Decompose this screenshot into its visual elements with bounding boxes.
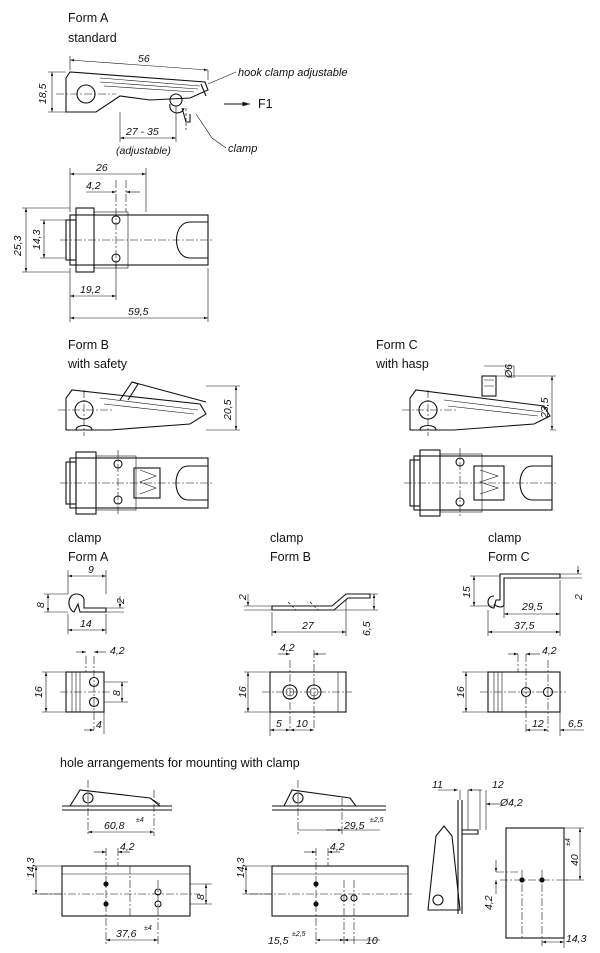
clamp-c-title: clamp (488, 531, 521, 545)
dim-27-35: 27 - 35 (125, 126, 159, 138)
form-b-subtitle: with safety (67, 357, 128, 371)
clamp-b-dim-4-2: 4,2 (280, 642, 295, 654)
holes-b-pitch: 4,2 (330, 841, 345, 853)
dim-adjustable: (adjustable) (116, 145, 171, 157)
clamp-b-dim-10: 10 (296, 718, 308, 730)
dim-14-3: 14,3 (31, 229, 43, 250)
clamp-c-top-view (480, 654, 566, 732)
clamp-a-dim-9: 9 (88, 564, 94, 576)
clamp-c-section: clamp Form C 15 2 29,5 37,5 4,2 16 12 (455, 531, 585, 736)
hole-arrangement-a: 60,8 ±4 4,2 14,3 8 37,6 ±4 (25, 780, 212, 944)
hole-arrangements-section: hole arrangements for mounting with clam… (25, 756, 587, 948)
holes-a-dist2: 37,6 (116, 928, 137, 940)
clamp-a-dim-16: 16 (33, 686, 45, 698)
holes-heading: hole arrangements for mounting with clam… (60, 756, 300, 770)
clamp-c-subtitle: Form C (488, 550, 530, 564)
dim-25-3: 25,3 (12, 235, 24, 257)
clamp-a-section: clamp Form A 9 8 2 14 4,2 16 8 (33, 531, 128, 734)
clamp-a-dim-4: 4 (96, 719, 102, 731)
callout-clamp: clamp (228, 143, 257, 155)
form-a-subtitle: standard (68, 31, 117, 45)
holes-c-pitch: 4,2 (483, 895, 495, 910)
holes-b-h: 14,3 (235, 857, 247, 878)
clamp-c-dim-16: 16 (455, 686, 467, 698)
clamp-b-dim-2: 2 (237, 594, 249, 601)
dim-19-2: 19,2 (80, 284, 101, 296)
holes-a-pitch: 4,2 (120, 841, 135, 853)
form-c-title: Form C (376, 338, 418, 352)
force-f1-label: F1 (258, 97, 273, 111)
holes-a-dist2-tol: ±4 (144, 925, 152, 932)
holes-b-dist: 29,5 (343, 820, 365, 832)
clamp-c-side-view (487, 573, 561, 609)
holes-c-w143: 14,3 (566, 933, 587, 945)
clamp-c-dim-6-5: 6,5 (568, 718, 583, 730)
dim-20-5: 20,5 (222, 399, 234, 421)
clamp-c-dim-12: 12 (532, 718, 544, 730)
dim-26: 26 (95, 162, 108, 174)
callout-hook-clamp: hook clamp adjustable (238, 67, 347, 79)
clamp-b-dim-5: 5 (276, 718, 282, 730)
holes-a-h: 14,3 (25, 857, 37, 878)
holes-c-d11: 11 (432, 779, 443, 791)
form-a-side-view (56, 71, 209, 130)
clamp-b-section: clamp Form B 2 27 6,5 4,2 16 (237, 531, 378, 736)
form-c-section: Form C with hasp 23,5 Ø6 (375, 338, 556, 518)
form-b-section: Form B with safety 20,5 (58, 338, 240, 516)
clamp-a-title: clamp (68, 531, 101, 545)
hole-arrangement-c: 11 12 Ø4,2 40 ±4 4,2 14,3 (427, 779, 587, 948)
form-c-top-view (404, 448, 556, 518)
form-c-subtitle: with hasp (375, 357, 429, 371)
holes-c-h40-tol: ±4 (565, 838, 572, 846)
clamp-b-title: clamp (270, 531, 303, 545)
clamp-a-dim-4-2: 4,2 (110, 645, 125, 657)
clamp-b-dim-16: 16 (237, 686, 249, 698)
holes-a-dist-tol: ±4 (136, 817, 144, 824)
holes-c-dia: Ø4,2 (499, 797, 523, 809)
dim-dia-6: Ø6 (503, 364, 515, 379)
form-c-side-view (402, 375, 551, 436)
holes-c-h40: 40 (569, 854, 581, 866)
clamp-a-subtitle: Form A (68, 550, 109, 564)
hole-arrangement-b: 29,5 ±2,5 4,2 14,3 15,5 ±2,5 10 (235, 780, 414, 947)
clamp-b-dim-27: 27 (301, 620, 315, 632)
dim-18-5: 18,5 (37, 83, 49, 104)
form-a-top-view (60, 180, 212, 273)
holes-a-dist: 60,8 (104, 820, 125, 832)
holes-b-dist2: 15,5 (268, 935, 289, 947)
clamp-a-dim-8-b: 8 (111, 690, 123, 696)
clamp-b-top-view (262, 650, 352, 730)
form-a-title: Form A (68, 11, 109, 25)
clamp-a-dim-14: 14 (80, 618, 92, 630)
form-a-section: Form A standard 56 18,5 27 - 35 (adjusta… (12, 11, 347, 322)
dim-56: 56 (138, 53, 150, 65)
clamp-c-dim-4-2: 4,2 (542, 645, 557, 657)
form-b-side-view (58, 381, 207, 436)
form-b-top-view (60, 450, 212, 516)
clamp-a-dim-8: 8 (35, 602, 47, 608)
clamp-b-side-view (271, 593, 371, 611)
form-b-title: Form B (68, 338, 109, 352)
holes-b-dist-tol: ±2,5 (370, 817, 384, 824)
dim-23-5: 23,5 (539, 397, 551, 419)
clamp-b-subtitle: Form B (270, 550, 311, 564)
clamp-c-dim-37-5: 37,5 (514, 620, 535, 632)
holes-c-d12: 12 (492, 779, 504, 791)
clamp-b-dim-6-5: 6,5 (361, 621, 373, 636)
holes-a-w8: 8 (195, 894, 207, 900)
clamp-a-top-view (60, 656, 110, 730)
dim-59-5: 59,5 (128, 306, 149, 318)
clamp-a-dim-2: 2 (115, 598, 127, 605)
holes-b-dist2-tol: ±2,5 (292, 931, 306, 938)
dim-4-2-top: 4,2 (86, 180, 101, 192)
holes-b-off10: 10 (366, 935, 378, 947)
clamp-c-dim-15: 15 (461, 586, 473, 598)
clamp-c-dim-2: 2 (573, 594, 585, 601)
clamp-a-side-view (68, 593, 107, 613)
clamp-c-dim-29-5: 29,5 (521, 601, 543, 613)
